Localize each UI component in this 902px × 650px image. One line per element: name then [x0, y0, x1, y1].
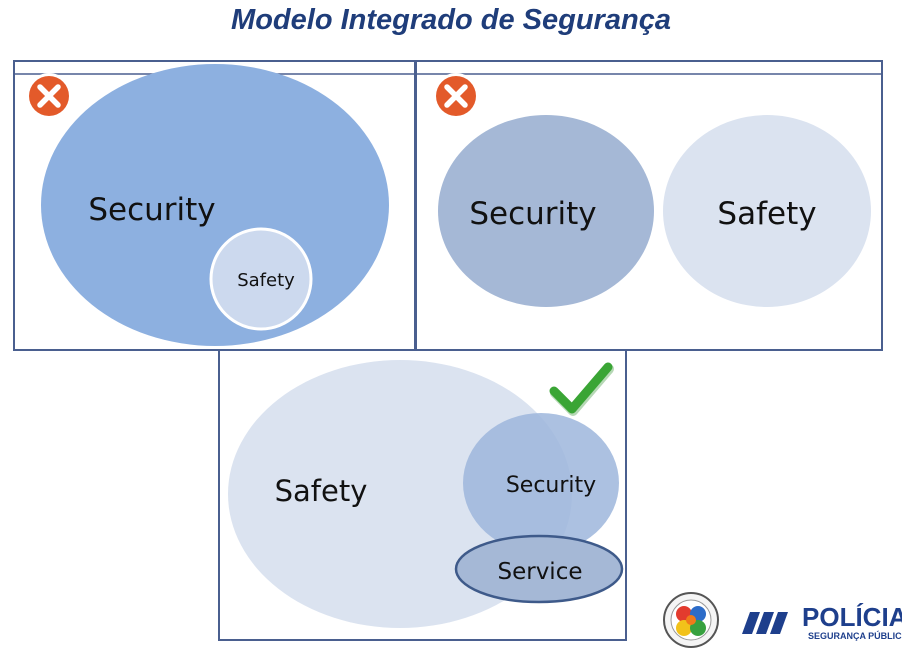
panel-integrated: Safety Security Service — [218, 349, 627, 641]
safety-label: Safety — [237, 270, 295, 291]
panel-separate: Security Safety — [415, 60, 883, 351]
security-circle — [463, 413, 619, 553]
safety-circle — [663, 115, 871, 307]
page-title: Modelo Integrado de Segurança — [231, 4, 671, 36]
safety-circle — [209, 227, 313, 331]
service-ellipse — [454, 534, 624, 604]
brand-word: POLÍCIA — [802, 602, 902, 632]
check-icon — [549, 362, 614, 416]
psp-stripes-icon — [742, 612, 788, 634]
cross-icon — [433, 73, 479, 119]
safety-label: Safety — [717, 196, 816, 232]
brand-subtitle: SEGURANÇA PÚBLIC — [808, 631, 902, 641]
security-label: Security — [88, 192, 215, 228]
service-label: Service — [497, 559, 582, 585]
safety-label: Safety — [275, 474, 368, 508]
security-circle — [438, 115, 654, 307]
security-label: Security — [506, 473, 596, 498]
police-emblem-icon — [663, 592, 719, 648]
cross-icon — [26, 73, 72, 119]
security-label: Security — [469, 196, 596, 232]
panel-safety-in-security: Security Safety — [13, 60, 416, 351]
